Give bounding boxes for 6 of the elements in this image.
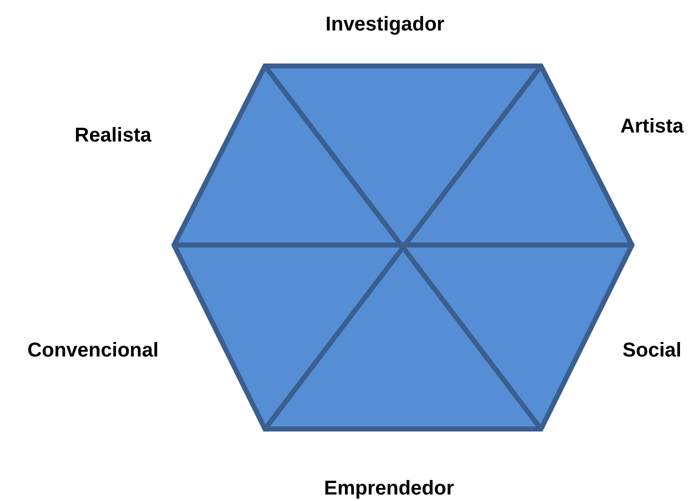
category-label: Convencional	[27, 340, 159, 362]
category-label: Social	[622, 340, 682, 362]
category-label: Emprendedor	[324, 478, 454, 500]
category-label: Artista	[620, 116, 684, 138]
category-label: Realista	[74, 124, 152, 148]
category-label: Investigador	[326, 14, 444, 36]
